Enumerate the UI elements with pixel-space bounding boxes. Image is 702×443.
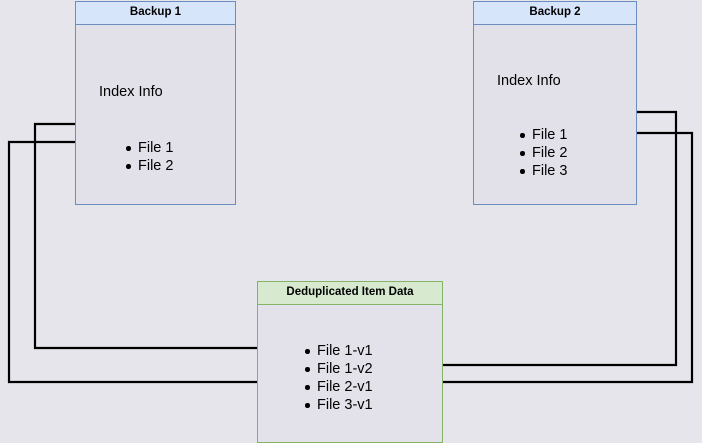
deduplicated-item: File 1-v1: [303, 342, 373, 360]
backup-1-box: Backup 1 Index Info File 1 File 2: [75, 1, 236, 205]
backup-1-index-info-label: Index Info: [99, 84, 163, 100]
backup-2-box: Backup 2 Index Info File 1 File 2 File 3: [473, 1, 637, 205]
backup-2-file-item: File 1: [518, 126, 567, 144]
backup-2-file-item: File 3: [518, 162, 567, 180]
deduplicated-item: File 1-v2: [303, 360, 373, 378]
deduplicated-item-data-box: Deduplicated Item Data File 1-v1 File 1-…: [257, 281, 443, 443]
backup-2-index-info-label: Index Info: [497, 73, 561, 89]
deduplicated-item: File 2-v1: [303, 378, 373, 396]
backup-2-body: Index Info File 1 File 2 File 3: [474, 25, 636, 204]
backup-1-file-item: File 1: [124, 139, 173, 157]
deduplicated-item: File 3-v1: [303, 396, 373, 414]
backup-1-title: Backup 1: [76, 2, 235, 25]
backup-2-title: Backup 2: [474, 2, 636, 25]
backup-1-file-list: File 1 File 2: [124, 139, 173, 175]
deduplicated-item-data-body: File 1-v1 File 1-v2 File 2-v1 File 3-v1: [258, 305, 442, 442]
backup-2-file-item: File 2: [518, 144, 567, 162]
deduplicated-item-data-title: Deduplicated Item Data: [258, 282, 442, 305]
backup-2-file-list: File 1 File 2 File 3: [518, 126, 567, 180]
backup-1-file-item: File 2: [124, 157, 173, 175]
backup-1-body: Index Info File 1 File 2: [76, 25, 235, 204]
deduplicated-item-list: File 1-v1 File 1-v2 File 2-v1 File 3-v1: [303, 342, 373, 414]
